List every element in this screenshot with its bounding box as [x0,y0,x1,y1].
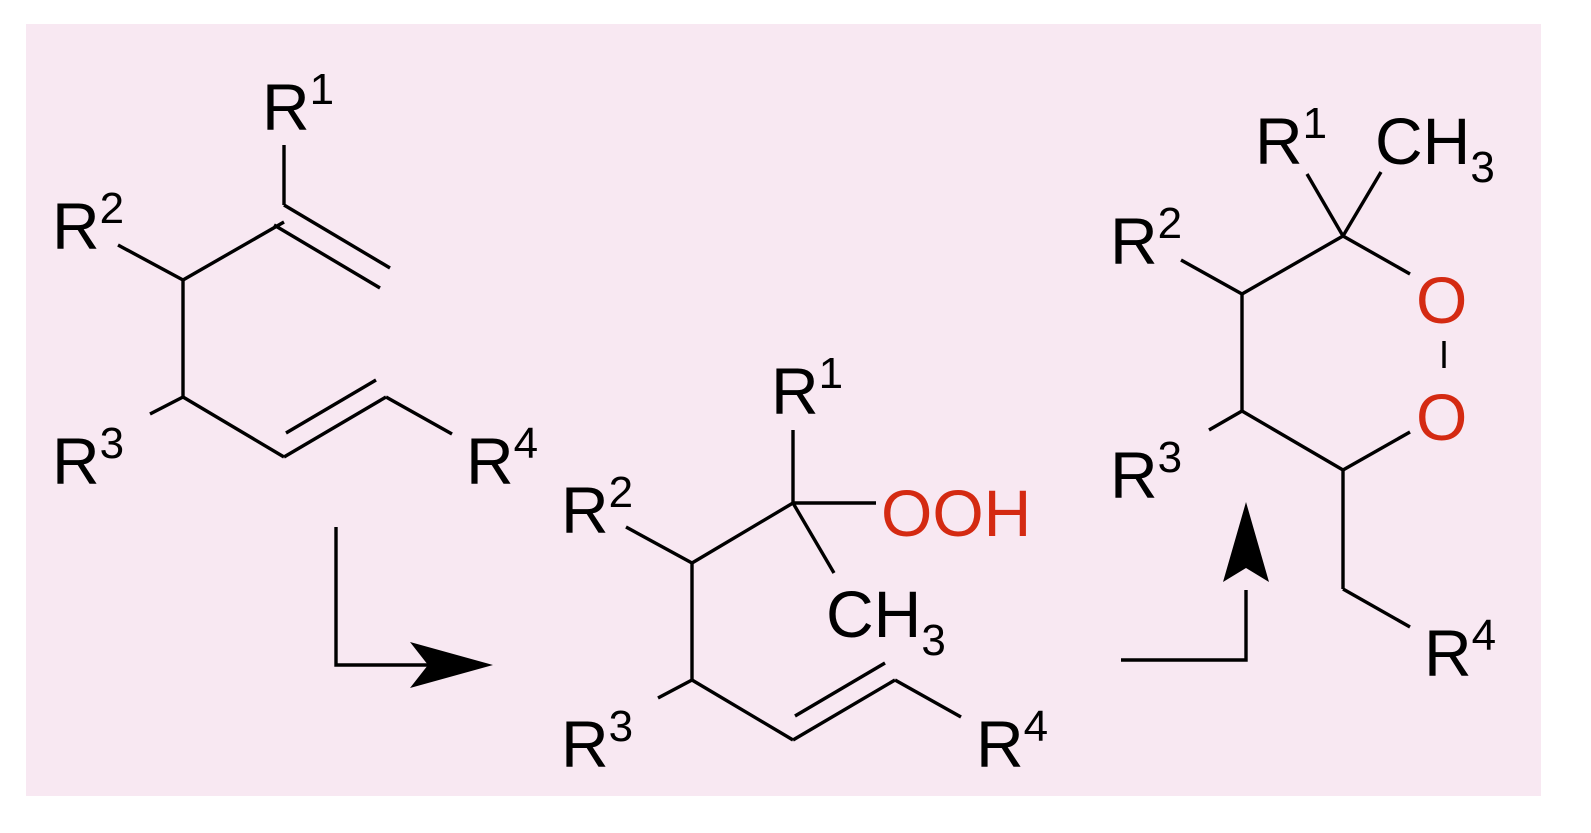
arrow-2-head [1223,502,1269,582]
c1-bond-chain-a [182,220,285,282]
c3-ring-c-o [1342,234,1411,276]
c3-bond-r1 [1305,173,1345,237]
reaction-arrow-1 [334,527,493,688]
c2-label-r2: R2 [561,468,633,547]
reaction-arrow-2 [1121,502,1269,662]
c3-label-oxygen-lower: O [1416,380,1467,454]
c3-bond-r2 [1180,258,1243,296]
scheme-panel-background [26,24,1541,796]
c3-label-r1: R1 [1255,99,1327,178]
c3-label-r2: R2 [1110,199,1182,278]
compound-3-dioxane: R1 CH3 R2 R3 O O R4 [1110,99,1496,690]
c1-label-r3: R3 [52,419,124,498]
c3-bond-ch3 [1341,171,1383,237]
c2-bond-r2 [625,525,693,565]
c3-label-ch3: CH3 [1375,104,1495,192]
c3-ring-o-c [1342,430,1411,472]
c1-bond-r3 [149,395,184,416]
c1-double-bond-b-inner [285,378,377,435]
c1-bond-r2 [117,243,184,282]
c1-label-r1: R1 [262,65,334,144]
compound-1-bonds [117,145,453,459]
c3-label-r4: R4 [1424,611,1496,690]
c1-double-bond-inner [273,223,381,290]
c2-bond-ch3 [791,502,836,574]
c2-double-bond-inner [794,661,886,718]
c2-label-r4: R4 [976,702,1048,781]
c1-label-r4: R4 [466,419,538,498]
c3-ring-c-c-upper [1241,234,1344,296]
c2-label-r1: R1 [771,349,843,428]
arrow-1-shaft [334,527,430,667]
compound-2-bonds [625,430,962,742]
arrow-1-head [410,642,493,688]
c2-bond-r3 [657,678,693,700]
c2-label-r3: R3 [561,702,633,781]
compound-3-bonds [1180,171,1446,629]
c3-ring-c-c-lower [1241,409,1344,472]
c1-label-r2: R2 [52,184,124,263]
c2-double-bond-outer [792,678,896,742]
c2-bond-chain-c [691,678,794,742]
c2-label-ooh: OOH [881,476,1031,550]
c3-bond-r3 [1208,409,1243,432]
compound-2-hydroperoxide: R1 OOH CH3 R2 R3 R4 [561,349,1048,781]
c2-label-ch3: CH3 [826,577,946,665]
compound-1-diene: R1 R2 R3 R4 [52,65,538,498]
c1-bond-chain-c [182,395,285,459]
c1-double-bond-b-outer [283,395,387,459]
c2-bond-r4 [894,678,962,719]
c1-double-bond-outer [283,203,391,270]
arrow-2-shaft [1121,590,1248,662]
c3-bond-r4 [1342,587,1411,629]
c1-bond-r4 [385,395,453,436]
c3-label-oxygen-upper: O [1416,263,1467,337]
c3-label-r3: R3 [1110,433,1182,512]
c2-bond-chain-a [691,501,794,565]
